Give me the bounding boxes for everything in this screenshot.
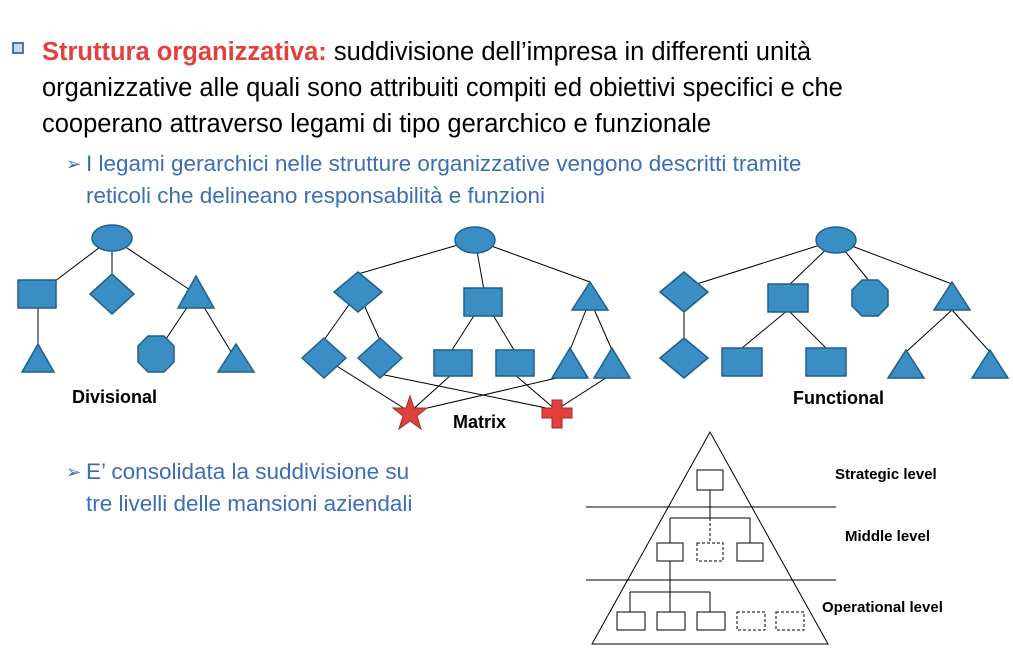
functional-square-leaf-1 xyxy=(721,347,763,377)
sub-bullet-hierarchy-text: I legami gerarchici nelle strutture orga… xyxy=(86,148,801,212)
functional-octagon xyxy=(851,279,889,317)
divisional-octagon xyxy=(137,335,175,373)
functional-diagram xyxy=(683,239,991,353)
square-bullet-icon xyxy=(12,42,24,54)
pyramid-diagram xyxy=(586,430,836,645)
functional-diamond-leaf xyxy=(658,337,710,379)
sub-bullet-levels-text: E’ consolidata la suddivisione su tre li… xyxy=(86,456,412,520)
operational-box-4-dashed xyxy=(736,611,766,631)
main-text: Struttura organizzativa: suddivisione de… xyxy=(42,34,1002,142)
middle-level-label: Middle level xyxy=(845,528,930,545)
operational-box-2 xyxy=(656,611,686,631)
operational-level-label: Operational level xyxy=(822,599,943,616)
matrix-diamond-leaf-2 xyxy=(356,336,404,380)
sub-bullet-hierarchy: ➢ I legami gerarchici nelle strutture or… xyxy=(66,148,986,214)
strategic-level-label: Strategic level xyxy=(835,466,937,483)
sub1-line1: I legami gerarchici nelle strutture orga… xyxy=(86,151,802,176)
divisional-diamond xyxy=(88,272,136,316)
strategic-box xyxy=(696,469,724,491)
matrix-diamond-leaf-1 xyxy=(300,336,348,380)
main-text-line1: suddivisione dell’impresa in differenti … xyxy=(333,38,812,66)
functional-square xyxy=(767,283,809,313)
matrix-diagram xyxy=(323,239,613,413)
divisional-triangle-leaf-left xyxy=(20,342,56,373)
star-icon xyxy=(391,394,429,431)
arrow-bullet-icon: ➢ xyxy=(66,462,82,482)
functional-triangle-leaf-1 xyxy=(886,348,926,379)
matrix-square-leaf-2 xyxy=(495,349,535,377)
pyramid-outline xyxy=(591,430,829,645)
middle-box-2-dashed xyxy=(696,542,724,562)
sub1-line2: reticoli che delineano responsabilità e … xyxy=(86,183,546,208)
operational-box-1 xyxy=(616,611,646,631)
functional-root-ellipse xyxy=(815,226,857,254)
matrix-triangle xyxy=(570,280,610,311)
functional-label: Functional xyxy=(793,388,884,408)
matrix-square xyxy=(463,287,503,317)
operational-box-3 xyxy=(696,611,726,631)
matrix-square-leaf-1 xyxy=(433,349,473,377)
middle-box-3 xyxy=(736,542,764,562)
sub2-line2: tre livelli delle mansioni aziendali xyxy=(86,491,413,516)
functional-square-leaf-2 xyxy=(805,347,847,377)
matrix-triangle-leaf-1 xyxy=(550,346,590,379)
divisional-label: Divisional xyxy=(72,387,157,407)
main-text-line3: cooperano attraverso legami di tipo gera… xyxy=(42,110,712,138)
divisional-root-ellipse xyxy=(91,224,133,252)
functional-triangle xyxy=(932,280,972,311)
middle-box-1 xyxy=(656,542,684,562)
operational-box-5-dashed xyxy=(775,611,805,631)
red-cross-icon xyxy=(541,399,573,429)
arrow-bullet-icon: ➢ xyxy=(66,154,82,174)
divisional-triangle-leaf-right xyxy=(216,342,256,373)
term-highlight: Struttura organizzativa: xyxy=(42,38,327,66)
divisional-triangle xyxy=(176,274,216,309)
sub2-line1: E’ consolidata la suddivisione su xyxy=(86,459,410,484)
matrix-triangle-leaf-2 xyxy=(592,346,632,379)
divisional-square xyxy=(17,279,57,309)
sub-bullet-levels: ➢ E’ consolidata la suddivisione su tre … xyxy=(66,456,506,522)
matrix-diamond xyxy=(332,271,384,313)
functional-triangle-leaf-2 xyxy=(970,348,1010,379)
main-text-line2: organizzative alle quali sono attribuiti… xyxy=(42,74,843,102)
functional-diamond xyxy=(658,271,710,313)
matrix-label: Matrix xyxy=(453,412,506,432)
matrix-root-ellipse xyxy=(454,226,496,254)
